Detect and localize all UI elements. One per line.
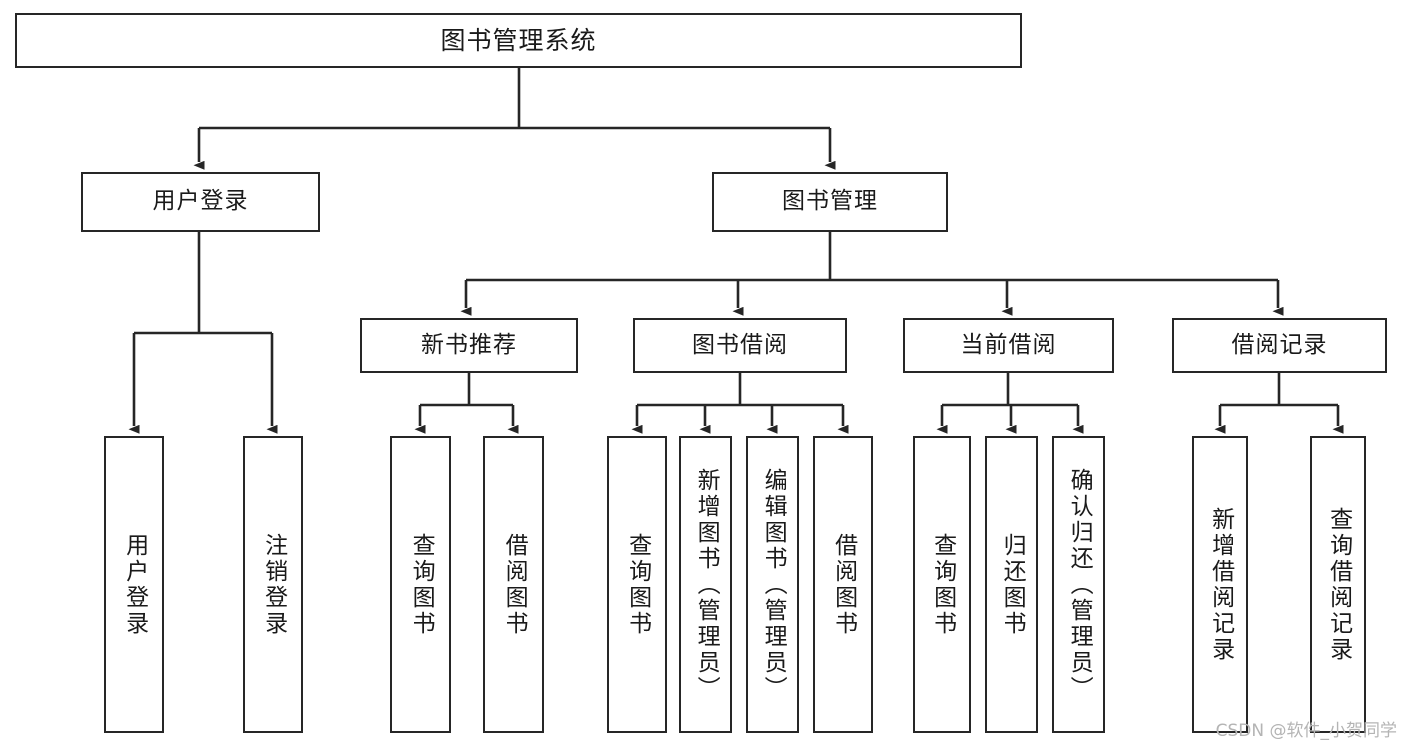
leaf-borrow-book-recommend[interactable]: 借阅图书 — [483, 436, 544, 733]
leaf-edit-book-admin[interactable]: 编辑图书（管理员） — [746, 436, 799, 733]
leaf-borrow-book-recommend-label: 借阅图书 — [501, 532, 528, 637]
node-new-book-recommend[interactable]: 新书推荐 — [360, 318, 578, 373]
leaf-user-logout[interactable]: 注销登录 — [243, 436, 303, 733]
leaf-query-book-borrow[interactable]: 查询图书 — [607, 436, 667, 733]
node-current-borrow[interactable]: 当前借阅 — [903, 318, 1114, 373]
node-user-login-label: 用户登录 — [152, 188, 249, 215]
leaf-query-book-current[interactable]: 查询图书 — [913, 436, 971, 733]
leaf-query-book-current-label: 查询图书 — [929, 532, 956, 637]
leaf-return-book-label: 归还图书 — [999, 532, 1026, 637]
leaf-add-book-admin-label: 新增图书（管理员） — [693, 467, 720, 702]
watermark-text: CSDN @软件_小贺同学 — [1215, 721, 1397, 741]
leaf-query-borrow-record-label: 查询借阅记录 — [1325, 506, 1352, 663]
leaf-lend-book[interactable]: 借阅图书 — [813, 436, 873, 733]
node-borrow-records[interactable]: 借阅记录 — [1172, 318, 1387, 373]
node-book-borrow[interactable]: 图书借阅 — [633, 318, 847, 373]
node-borrow-records-label: 借阅记录 — [1231, 331, 1328, 358]
node-root-label: 图书管理系统 — [440, 25, 597, 55]
leaf-add-borrow-record[interactable]: 新增借阅记录 — [1192, 436, 1248, 733]
node-book-borrow-label: 图书借阅 — [692, 331, 788, 358]
leaf-confirm-return-admin[interactable]: 确认归还（管理员） — [1052, 436, 1105, 733]
leaf-return-book[interactable]: 归还图书 — [985, 436, 1038, 733]
node-root[interactable]: 图书管理系统 — [15, 13, 1022, 68]
node-book-management[interactable]: 图书管理 — [712, 172, 948, 232]
node-current-borrow-label: 当前借阅 — [960, 331, 1057, 358]
leaf-query-book-recommend-label: 查询图书 — [408, 532, 435, 637]
leaf-query-book-borrow-label: 查询图书 — [624, 532, 651, 637]
leaf-user-login-label: 用户登录 — [121, 532, 148, 637]
node-new-book-recommend-label: 新书推荐 — [421, 331, 517, 358]
leaf-confirm-return-admin-label: 确认归还（管理员） — [1066, 467, 1093, 702]
leaf-add-borrow-record-label: 新增借阅记录 — [1207, 506, 1234, 663]
leaf-user-login[interactable]: 用户登录 — [104, 436, 164, 733]
node-book-management-label: 图书管理 — [782, 188, 878, 215]
leaf-add-book-admin[interactable]: 新增图书（管理员） — [679, 436, 732, 733]
leaf-user-logout-label: 注销登录 — [260, 532, 287, 637]
leaf-edit-book-admin-label: 编辑图书（管理员） — [760, 467, 787, 702]
leaf-query-borrow-record[interactable]: 查询借阅记录 — [1310, 436, 1366, 733]
leaf-query-book-recommend[interactable]: 查询图书 — [390, 436, 451, 733]
leaf-lend-book-label: 借阅图书 — [830, 532, 857, 637]
node-user-login[interactable]: 用户登录 — [81, 172, 320, 232]
